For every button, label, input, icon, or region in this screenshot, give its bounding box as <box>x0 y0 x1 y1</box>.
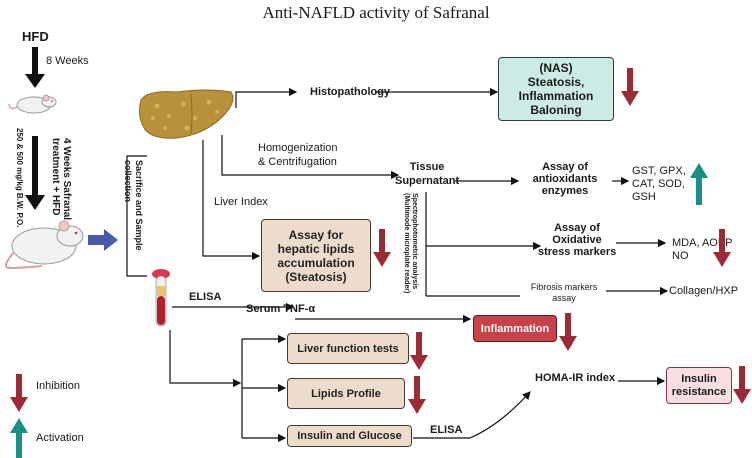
inhibition-arrow-icon <box>408 376 426 414</box>
inhibition-arrow-icon <box>373 229 391 267</box>
inhibition-arrow-icon <box>621 68 639 106</box>
activation-arrow-icon <box>690 163 708 205</box>
hfd-label: HFD <box>22 29 49 44</box>
rat-icon <box>8 94 57 114</box>
treatment-label: 4 Weeks Safranal treatment + HFD <box>50 138 72 221</box>
fibrosis-assay-label: Fibrosis markers assay <box>530 282 598 303</box>
homogenization-label: Homogenization & Centrifugation <box>258 142 338 168</box>
legend-inhibition-arrow-icon <box>10 374 28 412</box>
liver-function-tests-box: Liver function tests <box>287 333 409 364</box>
liver-index-label: Liver Index <box>214 196 268 208</box>
lipids-profile-box: Lipids Profile <box>287 378 405 409</box>
serum-tnf-label: Serum TNF-α <box>246 303 316 315</box>
duration-label: 8 Weeks <box>46 55 89 67</box>
inhibition-arrow-icon <box>733 366 751 404</box>
hepatic-lipids-box: Assay for hepatic lipids accumulation (S… <box>261 219 371 292</box>
elisa-label-bottom: ELISA <box>430 424 463 436</box>
blood-tube-icon <box>152 269 170 327</box>
inflammation-box: Inflammation <box>473 315 557 342</box>
oxidative-markers-list: MDA, AOPP NO <box>672 237 733 262</box>
homa-ir-label: HOMA-IR index <box>535 372 616 384</box>
elisa-label: ELISA <box>189 291 222 303</box>
collagen-label: Collagen/HXP <box>669 285 739 297</box>
nas-box: (NAS) Steatosis, Inflammation Baloning <box>498 57 614 121</box>
legend-inhibition-label: Inhibition <box>36 380 81 392</box>
inhibition-arrow-icon <box>410 332 428 370</box>
oxidative-stress-label: Assay of Oxidative stress markers <box>538 222 617 258</box>
histopathology-label: Histopathology <box>310 86 391 98</box>
legend-activation-arrow-icon <box>10 418 28 458</box>
insulin-resistance-box: Insulin resistance <box>666 367 732 404</box>
sacrifice-label: Sacrifice and Sample collection <box>123 160 144 251</box>
antioxidant-assay-label: Assay of antioxidants enzymes <box>532 161 598 197</box>
antioxidant-enzymes-list: GST, GPX, CAT, SOD, GSH <box>632 165 686 203</box>
liver-icon <box>138 89 234 139</box>
diagram-title: Anti-NAFLD activity of Safranal <box>262 3 490 22</box>
legend-activation-label: Activation <box>36 432 84 444</box>
obese-rat-icon <box>5 220 84 270</box>
tissue-supernatant-label: Tissue Supernatant <box>395 161 460 187</box>
spectrophotometric-label: Spectrophotometric analysis (Multimode m… <box>403 193 418 294</box>
insulin-glucose-box: Insulin and Glucose <box>287 425 412 447</box>
inhibition-arrow-icon <box>559 313 577 351</box>
inhibition-arrow-icon <box>713 229 731 267</box>
